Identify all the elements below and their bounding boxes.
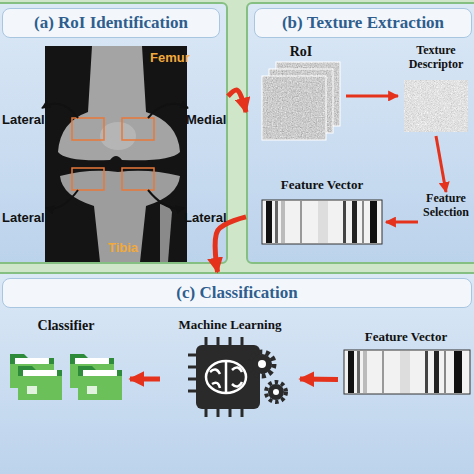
ml-box: Machine Learning [160, 318, 300, 440]
box-label: Machine Learning [160, 318, 300, 333]
box-label: Feature Vector [338, 330, 474, 345]
box-label: Classifier [2, 318, 130, 334]
feature-vector-box: Feature Vector [258, 178, 386, 248]
feature-vector-box: Feature Vector [338, 330, 474, 420]
panel-title: (b) Texture Extraction [254, 8, 472, 38]
box-label: Texture Descriptor [398, 44, 474, 72]
roi-box: RoI [256, 44, 346, 148]
box-label: Feature Selection [418, 192, 474, 220]
panel-title: (a) RoI Identification [2, 8, 220, 38]
anatomy-label: Lateral [2, 210, 45, 225]
flow-arrow [228, 90, 246, 112]
box-label: Feature Vector [258, 178, 386, 193]
selection-box: Feature Selection [418, 192, 474, 242]
descriptor-box: Texture Descriptor [398, 44, 474, 136]
panel-box: (b) Texture ExtractionRoI Texture Descrip… [246, 2, 474, 264]
panel-box: (c) ClassificationClassifier Machine Lear… [0, 272, 474, 474]
anatomy-label: Lateral [2, 112, 45, 127]
box-label: RoI [256, 44, 346, 60]
panel-title: (c) Classification [2, 278, 472, 308]
anatomy-label: Femur [150, 50, 190, 65]
anatomy-label: Tibia [108, 240, 138, 255]
classifier-box: Classifier [2, 318, 130, 428]
anatomy-label: Lateral [184, 210, 227, 225]
anatomy-label: Medial [186, 112, 226, 127]
